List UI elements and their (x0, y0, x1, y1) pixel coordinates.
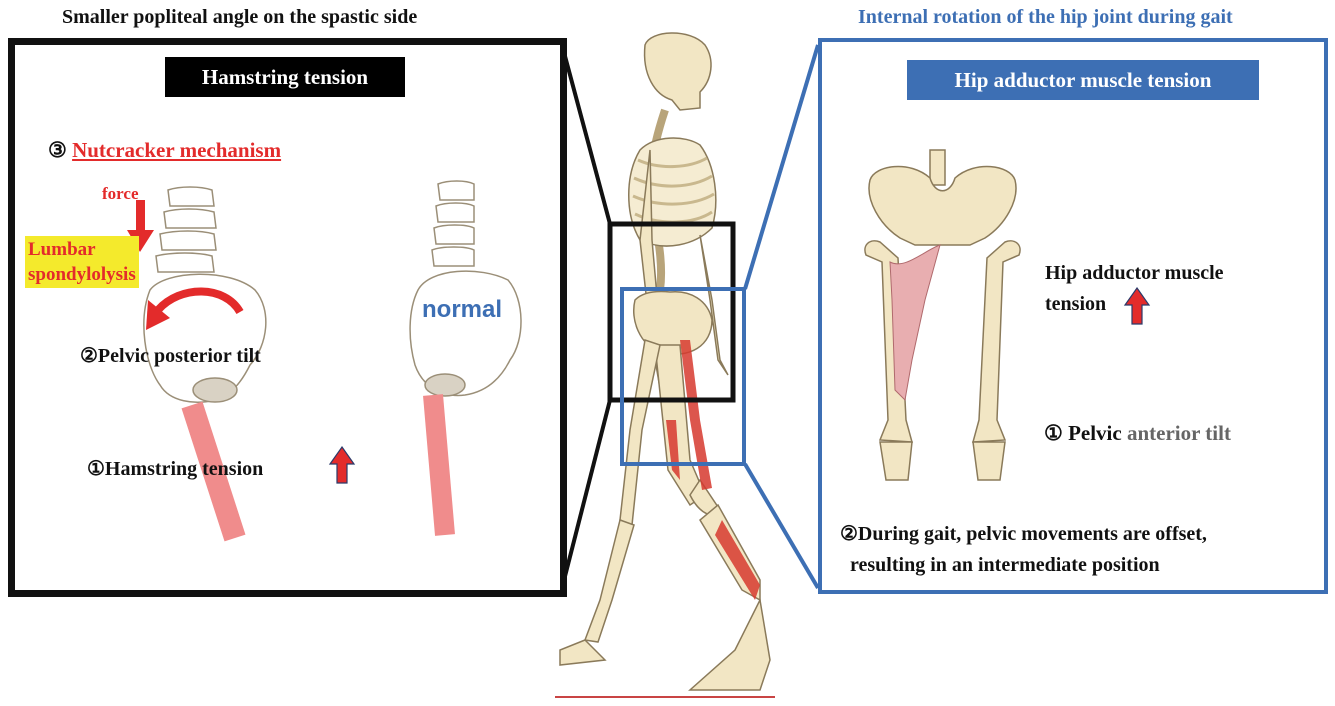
pelvic-prefix: ① Pelvic (1044, 421, 1122, 445)
lumbar-line-2: spondylolysis (28, 264, 136, 285)
skeleton-figure (560, 33, 770, 690)
pelvis-femur-figure (865, 150, 1020, 480)
right-panel-title: Hip adductor muscle tension (907, 60, 1259, 100)
nutcracker-link: Nutcracker mechanism (72, 138, 281, 162)
left-panel-title: Hamstring tension (165, 57, 405, 97)
up-arrow-icon (330, 447, 354, 483)
hamstring-tension-label: ①Hamstring tension (87, 456, 263, 481)
connector-lines-blue (745, 45, 818, 588)
pelvic-posterior-tilt-label: ②Pelvic posterior tilt (80, 343, 261, 368)
connector-lines-black (562, 45, 610, 588)
pelvic-anterior-tilt-label: ① Pelvic anterior tilt (1044, 421, 1231, 446)
normal-label: normal (422, 296, 502, 324)
pelvic-suffix: anterior tilt (1127, 421, 1231, 445)
force-label: force (102, 184, 139, 204)
gait-line-2: resulting in an intermediate position (850, 554, 1160, 576)
lumbar-spondylolysis-label: Lumbar spondylolysis (25, 236, 139, 288)
hip-adductor-line-2: tension (1045, 293, 1106, 315)
adductor-muscle (890, 245, 940, 400)
hamstring-bar-normal (433, 395, 445, 535)
gait-line-1: ②During gait, pelvic movements are offse… (840, 523, 1207, 545)
lumbar-line-1: Lumbar (28, 239, 96, 260)
lumbar-vertebrae (156, 187, 216, 272)
hip-adductor-line-1: Hip adductor muscle (1045, 262, 1224, 284)
nutcracker-label: ③ Nutcracker mechanism (48, 138, 281, 163)
gait-offset-label: ②During gait, pelvic movements are offse… (840, 519, 1207, 581)
hip-adductor-tension-label: Hip adductor muscle tension (1045, 258, 1225, 320)
nutcracker-number: ③ (48, 138, 67, 162)
pelvis-figure-normal (410, 181, 521, 396)
